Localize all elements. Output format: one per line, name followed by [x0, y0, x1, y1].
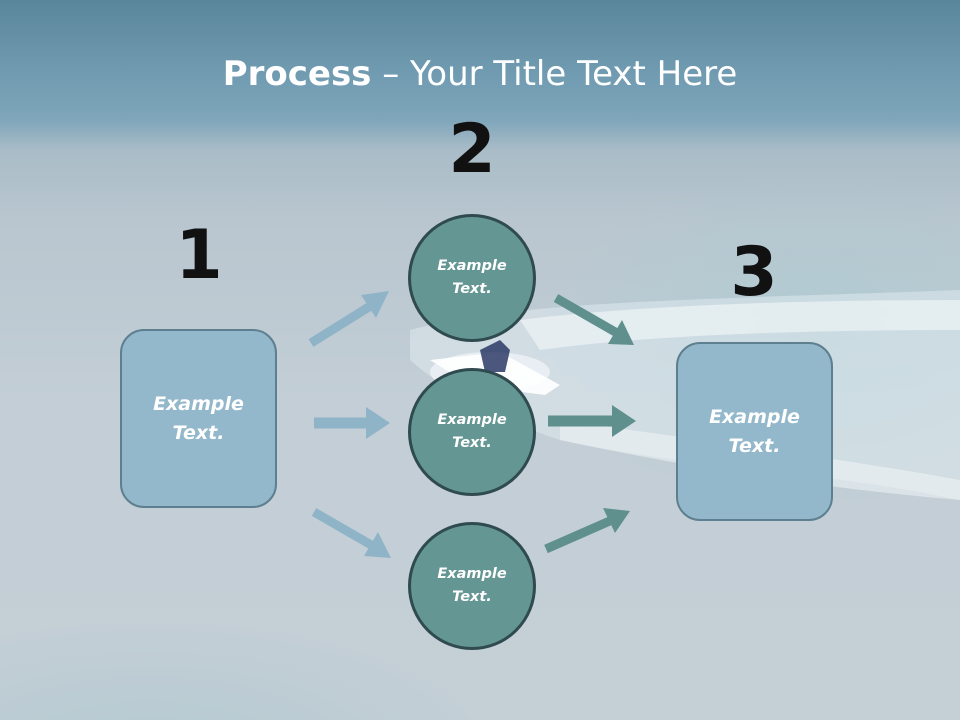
step-3-box-line2: Text.: [728, 434, 781, 457]
title-bold: Process: [222, 54, 372, 94]
arrow-top-to-box3: [553, 294, 634, 345]
circle-middle-line2: Text.: [452, 435, 492, 451]
step-2-circle-bottom: Example Text.: [408, 522, 536, 650]
step-1-box-line1: Example: [153, 392, 244, 415]
step-3-box-line1: Example: [709, 405, 800, 428]
arrow-middle-to-box3: [548, 405, 636, 437]
circle-middle-line1: Example: [437, 412, 507, 428]
step-number-3: 3: [730, 233, 778, 312]
step-3-box: Example Text.: [676, 342, 833, 521]
arrow-box1-to-middle: [314, 407, 390, 439]
arrow-bottom-to-box3: [544, 508, 630, 554]
circle-top-line2: Text.: [452, 281, 492, 297]
circle-bottom-line1: Example: [437, 566, 507, 582]
step-number-2: 2: [448, 110, 496, 189]
slide-title: Process – Your Title Text Here: [0, 52, 960, 96]
title-rest: – Your Title Text Here: [371, 54, 738, 94]
circle-bottom-line2: Text.: [452, 589, 492, 605]
circle-top-line1: Example: [437, 258, 507, 274]
step-2-circle-middle: Example Text.: [408, 368, 536, 496]
arrow-box1-to-bottom: [311, 508, 391, 558]
arrow-box1-to-top: [308, 291, 389, 347]
step-1-box: Example Text.: [120, 329, 277, 508]
step-number-1: 1: [175, 216, 223, 295]
step-2-circle-top: Example Text.: [408, 214, 536, 342]
step-1-box-line2: Text.: [172, 421, 225, 444]
